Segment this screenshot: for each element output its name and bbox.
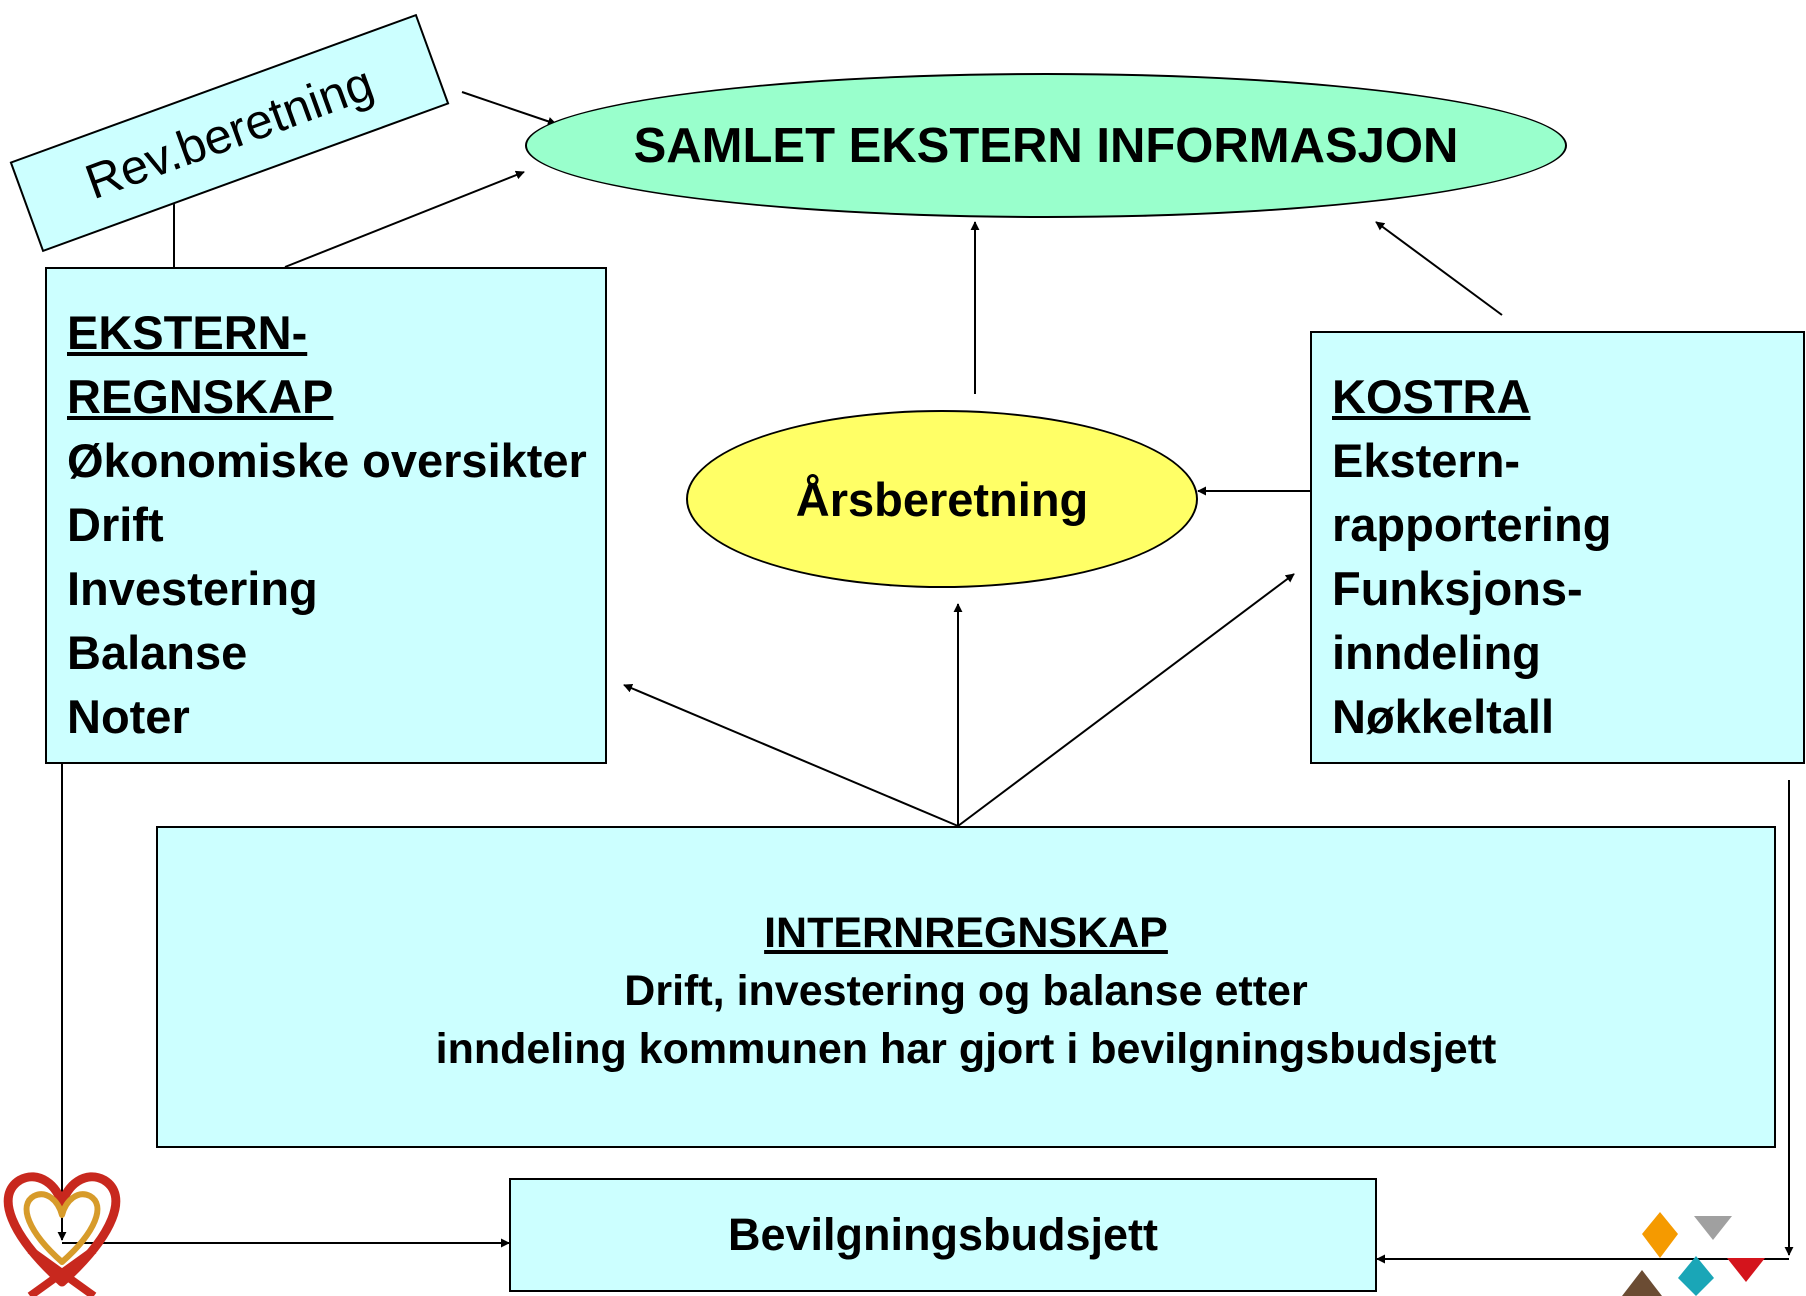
kostra-item: Funksjons-	[1332, 562, 1583, 615]
arrow-intern-to-kostra	[957, 573, 1295, 827]
kostra-box: KOSTRA Ekstern- rapportering Funksjons- …	[1310, 331, 1805, 764]
internregnskap-box: INTERNREGNSKAP Drift, investering og bal…	[156, 826, 1776, 1148]
intern-line-1: Drift, investering og balanse etter	[624, 967, 1308, 1015]
kostra-item: Nøkkeltall	[1332, 690, 1555, 743]
ekstern-heading-2: REGNSKAP	[67, 370, 334, 423]
ekstern-item: Investering	[67, 562, 318, 615]
kostra-heading: KOSTRA	[1332, 370, 1531, 423]
heart-knot-logo	[3, 1172, 121, 1296]
ekstern-item: Økonomiske oversikter	[67, 434, 587, 487]
arrow-kostra-to-samlet	[1375, 221, 1503, 316]
intern-line-2: inndeling kommunen har gjort i bevilgnin…	[435, 1025, 1497, 1073]
kostra-item: Ekstern-	[1332, 434, 1521, 487]
eksternregnskap-box: EKSTERN- REGNSKAP Økonomiske oversikter …	[45, 267, 607, 764]
samlet-ekstern-informasjon-ellipse: SAMLET EKSTERN INFORMASJON	[525, 73, 1567, 218]
ekstern-heading-1: EKSTERN-	[67, 306, 308, 359]
arrow-rev-to-samlet	[461, 91, 557, 126]
arrow-ekstern-to-samlet	[284, 170, 525, 268]
arsberetning-label: Årsberetning	[795, 472, 1089, 526]
bevilgningsbudsjett-box: Bevilgningsbudsjett	[509, 1178, 1377, 1292]
samlet-label: SAMLET EKSTERN INFORMASJON	[633, 118, 1459, 173]
bevilgningsbudsjett-label: Bevilgningsbudsjett	[727, 1209, 1159, 1260]
intern-heading: INTERNREGNSKAP	[764, 909, 1168, 957]
kostra-item: rapportering	[1332, 498, 1612, 551]
ekstern-item: Drift	[67, 498, 164, 551]
arrow-intern-to-ekstern	[623, 684, 959, 827]
kostra-item: inndeling	[1332, 626, 1541, 679]
ekstern-item: Noter	[67, 690, 190, 743]
triangle-mosaic-logo	[1622, 1212, 1765, 1296]
arsberetning-ellipse: Årsberetning	[686, 410, 1198, 588]
ekstern-item: Balanse	[67, 626, 248, 679]
